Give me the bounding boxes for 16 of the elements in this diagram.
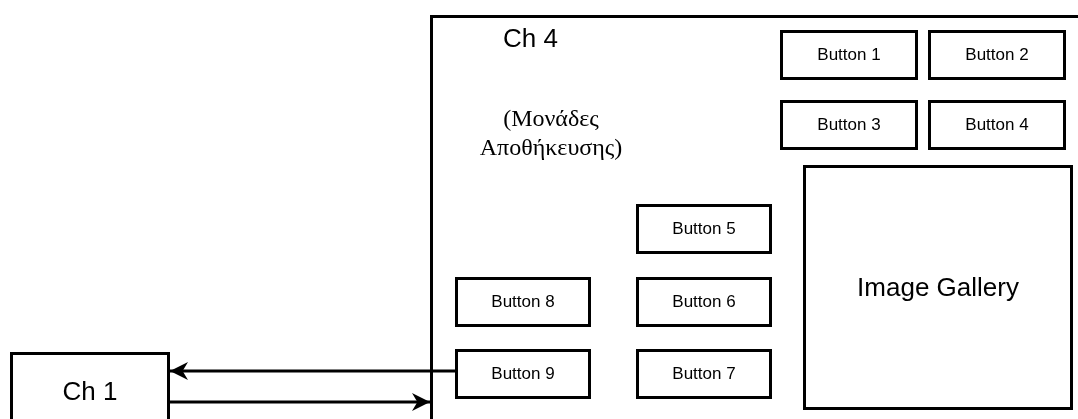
arrow: [170, 393, 430, 411]
button-box: Button 2: [928, 30, 1066, 80]
panel-title: Ch 4: [503, 23, 558, 54]
button-box: Button 4: [928, 100, 1066, 150]
button-box: Button 7: [636, 349, 772, 399]
panel-subtitle: (Μονάδες Αποθήκευσης): [478, 104, 624, 162]
button-box: Button 6: [636, 277, 772, 327]
panel-box: [430, 15, 1078, 419]
gallery-box: Image Gallery: [803, 165, 1073, 410]
button-box: Button 1: [780, 30, 918, 80]
button-box: Button 9: [455, 349, 591, 399]
button-box: Button 8: [455, 277, 591, 327]
button-box: Button 3: [780, 100, 918, 150]
channel-box: Ch 1: [10, 352, 170, 419]
button-box: Button 5: [636, 204, 772, 254]
arrow: [170, 362, 455, 380]
